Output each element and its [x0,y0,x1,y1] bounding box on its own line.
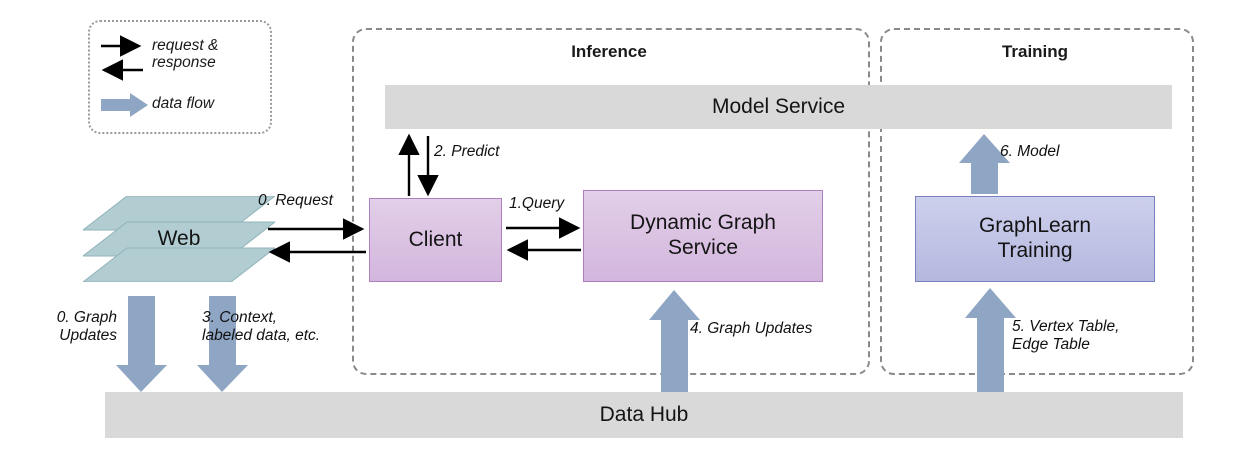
dynamic-graph-service-label: Dynamic Graph Service [630,211,776,259]
flow-label-query: 1.Query [509,195,565,212]
flow-label-model: 6. Model [1000,143,1060,160]
data-hub-node: Data Hub [105,392,1183,438]
inference-group-title: Inference [571,42,647,61]
flow-label-vertex-edge-table: 5. Vertex Table, Edge Table [1012,318,1120,353]
client-node: Client [369,198,502,282]
legend-data-flow-label: data flow [152,95,215,112]
dynamic-graph-service-node: Dynamic Graph Service [583,190,823,282]
inference-group-box [352,28,870,375]
graphlearn-training-label: GraphLearn Training [978,214,1092,262]
web-stack-icon [83,196,275,282]
flow-label-context: 3. Context, labeled data, etc. [202,309,321,344]
dataflow-arrow-graph-updates-0 [116,296,167,392]
flow-label-predict: 2. Predict [434,143,500,160]
flow-label-graph-updates-4: 4. Graph Updates [690,320,813,337]
flow-label-request: 0. Request [258,192,333,209]
model-service-node: Model Service [385,85,1172,129]
training-group-title: Training [1001,42,1069,61]
legend-request-response-label: request & response [152,37,219,72]
training-group-box [880,28,1194,375]
graphlearn-training-node: GraphLearn Training [915,196,1155,282]
flow-label-graph-updates-0: 0. Graph Updates [56,309,117,344]
